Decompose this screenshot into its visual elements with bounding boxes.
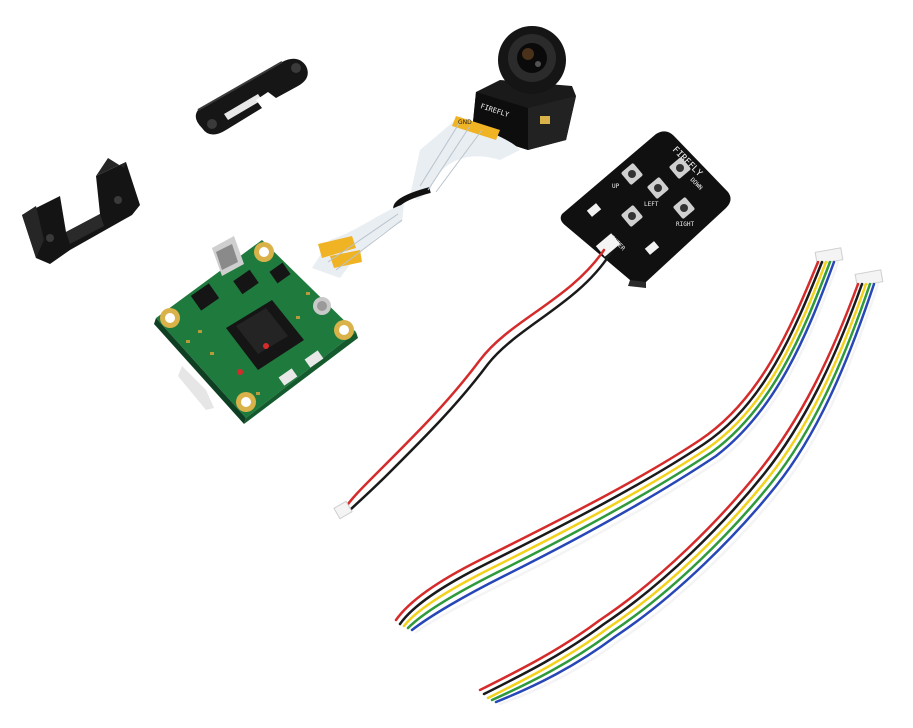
key-right-label: RIGHT [676, 221, 694, 228]
main-pcb [154, 236, 358, 424]
six-wire-cable-right [478, 269, 884, 706]
osd-keypad-board: FIREFLY UP LEFT RIGHT DOWN ENTER [560, 131, 731, 288]
ribbon-cable: GND [312, 116, 520, 278]
key-up: UP [612, 163, 643, 190]
six-wire-cable-left [394, 247, 844, 634]
mount-bracket-u [22, 158, 140, 264]
key-left-label: LEFT [644, 201, 659, 208]
ribbon-mark-text: GND [458, 119, 472, 126]
key-left: LEFT [644, 177, 669, 208]
key-right: RIGHT [673, 197, 695, 228]
keypad-cable [333, 248, 612, 520]
mount-bracket-flat [195, 58, 308, 135]
key-up-label: UP [612, 183, 620, 190]
